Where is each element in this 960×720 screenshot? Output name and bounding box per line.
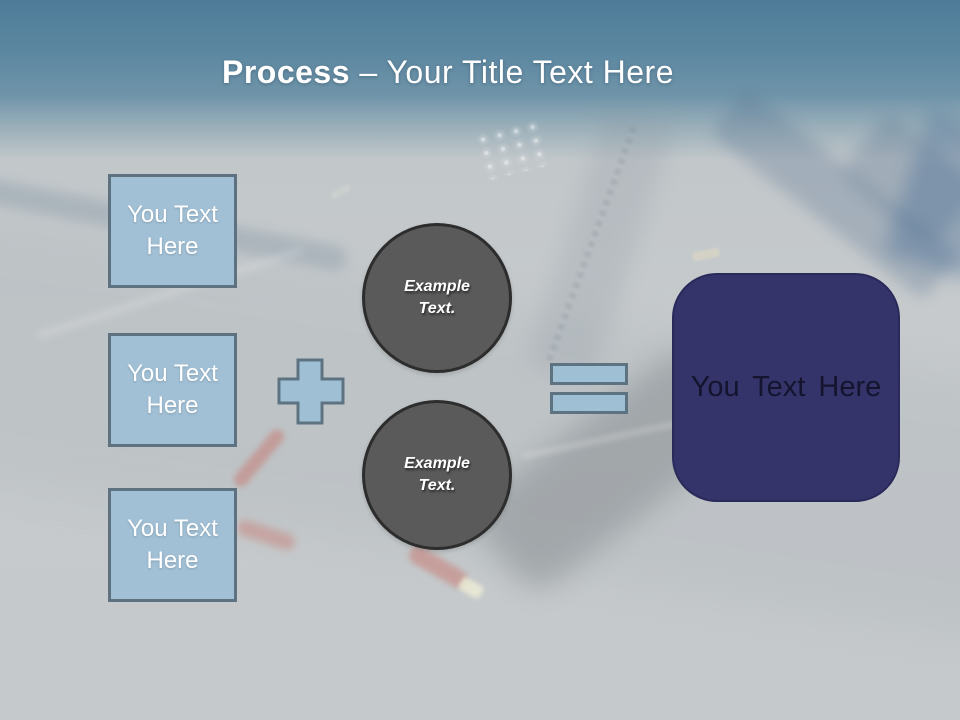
bg-red-shell-3 <box>405 543 471 591</box>
result-box-label: You Text Here <box>690 371 882 403</box>
bg-handgun-slide-shape <box>710 88 960 300</box>
title-keyword: Process <box>221 54 351 90</box>
bg-shell-rings-texture <box>473 118 549 182</box>
bg-case-strap-shape <box>524 105 676 385</box>
bg-leather-seam-shape <box>545 126 637 364</box>
example-circle-2: Example Text. <box>362 400 512 550</box>
input-box-1-label: You Text Here <box>127 201 218 260</box>
example-circle-2-label: Example Text. <box>404 454 470 494</box>
bg-handgun-grip-shape <box>838 110 960 250</box>
bg-bullet-casing-2 <box>329 182 353 201</box>
result-box: You Text Here <box>672 273 900 502</box>
plus-icon-svg <box>277 358 345 425</box>
input-box-2-label: You Text Here <box>127 360 218 419</box>
plus-icon <box>277 358 345 425</box>
bg-red-shell-2 <box>234 518 298 552</box>
equals-bar-top <box>550 363 628 385</box>
example-circle-1: Example Text. <box>362 223 512 373</box>
bg-red-shell-1 <box>231 426 287 490</box>
input-box-2: You Text Here <box>108 333 237 447</box>
input-box-1: You Text Here <box>108 174 237 288</box>
input-box-3: You Text Here <box>108 488 237 602</box>
equals-bar-bottom <box>550 392 628 414</box>
bg-shell-brass-tip <box>457 575 485 601</box>
input-box-3-label: You Text Here <box>127 515 218 574</box>
bg-bullet-casing-1 <box>691 247 721 262</box>
title-rest: – Your Title Text Here <box>359 54 674 90</box>
example-circle-1-label: Example Text. <box>404 277 470 317</box>
equals-icon <box>550 363 628 414</box>
slide-title: Process – Your Title Text Here <box>0 52 960 92</box>
bg-corner-shadow-shape <box>884 109 960 281</box>
